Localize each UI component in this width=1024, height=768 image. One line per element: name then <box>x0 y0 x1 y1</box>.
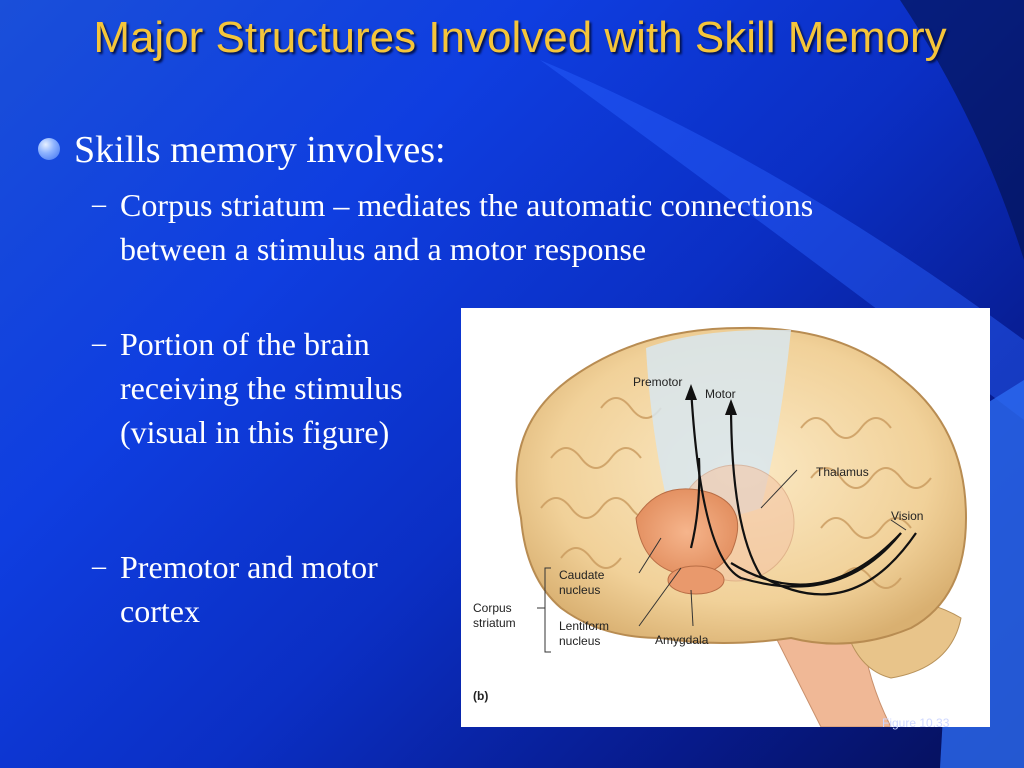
label-corpus-1: Corpus <box>473 601 512 615</box>
label-motor: Motor <box>705 387 736 401</box>
sub-bullet-1-text: Corpus striatum – mediates the automatic… <box>120 187 814 267</box>
bullet-dot-icon <box>38 138 60 160</box>
label-lentiform-1: Lentiform <box>559 619 609 633</box>
dash-marker: – <box>92 189 106 220</box>
sub-bullet-1: – Corpus striatum – mediates the automat… <box>92 183 860 271</box>
label-corpus-2: striatum <box>473 616 516 630</box>
pathway-arrows <box>689 387 917 596</box>
label-caudate-1: Caudate <box>559 568 605 582</box>
main-bullet: Skills memory involves: <box>38 128 446 172</box>
label-thalamus: Thalamus <box>816 465 869 479</box>
label-premotor: Premotor <box>633 375 682 389</box>
slide-title: Major Structures Involved with Skill Mem… <box>93 13 947 62</box>
panel-label: (b) <box>473 689 488 703</box>
arrow-head <box>685 384 697 400</box>
label-lentiform-2: nucleus <box>559 634 600 648</box>
sub-bullet-2-text: Portion of the brain receiving the stimu… <box>120 326 403 450</box>
main-bullet-text: Skills memory involves: <box>74 129 446 171</box>
sub-bullet-3: – Premotor and motor cortex <box>92 545 420 633</box>
striatum <box>635 488 739 576</box>
dash-marker: – <box>92 551 106 582</box>
label-caudate-2: nucleus <box>559 583 600 597</box>
brain-illustration: Premotor Motor Thalamus Vision Caudate n… <box>473 326 968 728</box>
brain-figure: Premotor Motor Thalamus Vision Caudate n… <box>461 308 990 728</box>
leader-lines <box>537 469 907 653</box>
dash-marker: – <box>92 328 106 359</box>
sub-bullet-3-text: Premotor and motor cortex <box>120 549 378 629</box>
sub-bullet-2: – Portion of the brain receiving the sti… <box>92 322 420 454</box>
label-amygdala: Amygdala <box>655 633 709 647</box>
label-vision: Vision <box>891 509 923 523</box>
figure-caption: Figure 10.33 <box>882 716 950 730</box>
arrow-head <box>725 399 737 415</box>
amygdala-region <box>667 565 725 595</box>
